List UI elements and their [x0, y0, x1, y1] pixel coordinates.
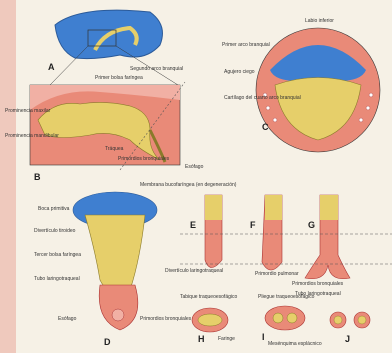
label-primer-bolsa: Primer bolsa faríngea: [95, 75, 143, 81]
panel-j: J: [330, 312, 370, 344]
panel-i-outer: [265, 306, 305, 330]
panel-c-letter: C: [262, 122, 269, 132]
label-mesenquima: Mesénquima esplácnico: [268, 341, 322, 347]
label-membrana: Membrana bucofaríngea (en degeneración): [140, 182, 237, 188]
panel-e-letter: E: [190, 220, 196, 230]
label-segundo-arco: Segundo arco branquial: [130, 66, 183, 72]
label-esofago-b: Esófago: [185, 164, 204, 170]
panel-j-right-lumen: [358, 316, 366, 324]
label-boca-primitiva: Boca primitiva: [38, 206, 70, 212]
panel-a-letter: A: [48, 62, 55, 72]
panel-i-lumen-left: [273, 313, 283, 323]
panel-f-letter: F: [250, 220, 256, 230]
panel-g: G Primordios bronquiales Tubo laringotra…: [292, 195, 350, 297]
panel-i: I Pliegue traqueoesofágico Mesénquima es…: [258, 294, 322, 347]
panel-f: F Primordio pulmonar: [250, 195, 299, 277]
panel-j-left-lumen: [334, 316, 342, 324]
label-cartilago: Cartílago del cuarto arco branquial: [224, 95, 301, 101]
panel-b-letter: B: [34, 172, 41, 182]
label-tubo-d: Tubo laringotraqueal: [34, 276, 80, 282]
label-primer-arco: Primer arco branquial: [222, 42, 270, 48]
label-esofago-d: Esófago: [58, 316, 77, 322]
label-primordios-g: Primordios bronquiales: [292, 281, 344, 287]
label-traquea: Tráquea: [105, 146, 124, 152]
label-primordios-d: Primordios bronquiales: [140, 316, 192, 322]
panel-i-letter: I: [262, 332, 265, 342]
panel-c: C Labio inferior Primer arco branquial A…: [222, 18, 380, 152]
label-prominencia-maxilar: Prominencia maxilar: [5, 108, 51, 114]
panel-i-lumen-right: [287, 313, 297, 323]
label-tabique: Tabique traqueoesofágico: [180, 294, 237, 300]
panel-e-top: [205, 195, 222, 220]
panel-b: B Prominencia maxilar Prominencia mandib…: [5, 66, 204, 182]
label-diverticulo-e: Divertículo laringotraqueal: [165, 268, 223, 274]
panel-h-letter: H: [198, 334, 205, 344]
panel-g-letter: G: [308, 220, 315, 230]
label-primordios-b: Primordios bronquiales: [118, 156, 170, 162]
label-tercer-bolsa: Tercer bolsa faríngea: [34, 252, 81, 258]
panel-d-pharynx: [85, 215, 145, 293]
panel-d-letter: D: [104, 337, 111, 347]
label-diverticulo-d: Divertículo tiroideo: [34, 228, 76, 234]
panel-j-letter: J: [345, 334, 350, 344]
panel-d-bronchi: [99, 285, 138, 330]
panel-f-top: [265, 195, 282, 220]
label-prominencia-mandibular: Prominencia mandibular: [5, 133, 59, 139]
label-labio-inferior: Labio inferior: [305, 18, 334, 24]
panel-g-top: [320, 195, 338, 220]
label-agujero-ciego: Agujero ciego: [224, 69, 255, 75]
label-faringe: Faringe: [218, 336, 235, 342]
panel-d-lumen: [112, 309, 124, 321]
panel-a: A: [48, 10, 178, 85]
label-primordio-f: Primordio pulmonar: [255, 271, 299, 277]
label-pliegue: Pliegue traqueoesofágico: [258, 294, 315, 300]
panel-h-inner: [198, 314, 222, 326]
panel-e: E Divertículo laringotraqueal: [165, 195, 223, 274]
